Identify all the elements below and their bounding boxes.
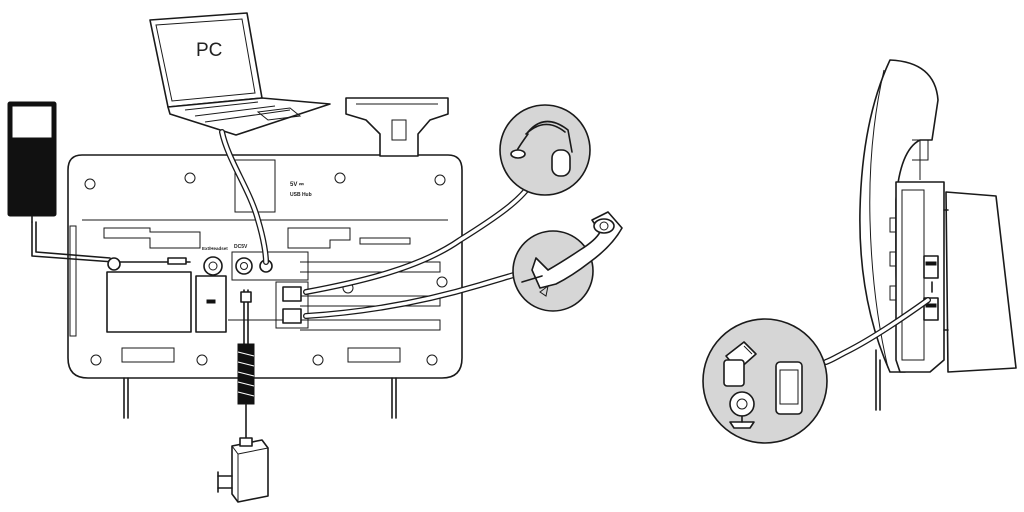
dc-label: DC5V: [234, 244, 248, 250]
usb-label: 5V ⎓: [290, 182, 304, 188]
headset-callout: [303, 104, 591, 295]
usb-callout: [702, 297, 931, 444]
wall-adapter-cable: [237, 289, 255, 441]
mobile-phone-icon: [775, 361, 803, 415]
phone-side-view: [859, 59, 1017, 411]
pc-cable: [219, 129, 269, 265]
ehs-label: Ext/Headset: [202, 246, 228, 251]
headset-icon: [510, 120, 573, 177]
pc-label: PC: [196, 40, 222, 61]
handset-icon: [521, 211, 623, 297]
power-adapter-icon: [7, 101, 57, 223]
phone-stand: [345, 97, 449, 157]
adapter-cable: [31, 221, 191, 271]
usb-sub-label: USB Hub: [290, 192, 312, 198]
wall-adapter-icon: [217, 437, 269, 503]
usb-camera-icon: [729, 391, 755, 429]
usb-flash-drive-icon: [723, 341, 757, 387]
handset-callout: [303, 211, 623, 319]
phone-back-body: 5V ⎓ USB Hub Ext/Headset DC5V: [67, 154, 463, 419]
laptop-icon: PC: [149, 12, 331, 136]
